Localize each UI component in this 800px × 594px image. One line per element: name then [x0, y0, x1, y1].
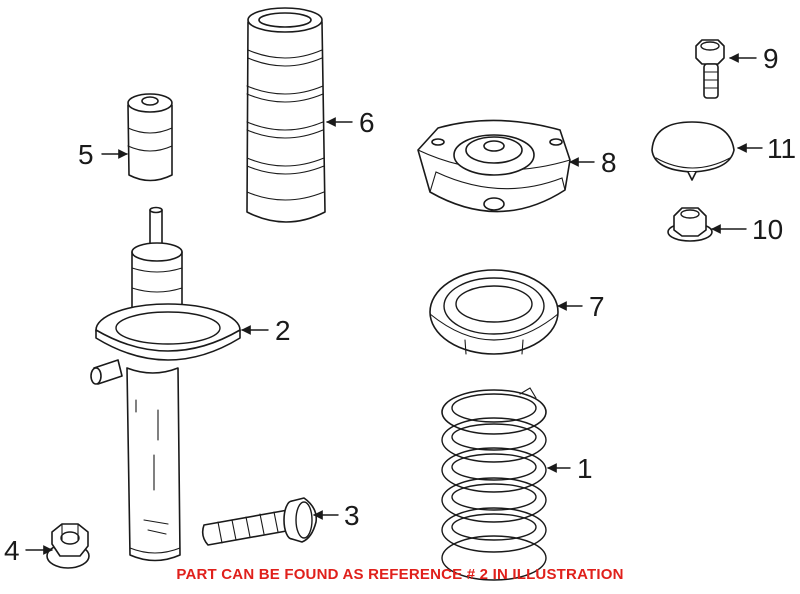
callout-arrows — [25, 53, 763, 555]
callout-label-8: 8 — [601, 147, 617, 178]
reference-note: PART CAN BE FOUND AS REFERENCE # 2 IN IL… — [176, 566, 624, 583]
coil-spring-part — [441, 387, 547, 581]
callout-label-4: 4 — [4, 535, 20, 566]
callout-label-3: 3 — [344, 500, 360, 531]
strut-mount-part — [417, 119, 571, 213]
callout-label-6: 6 — [359, 107, 375, 138]
nut-part — [46, 523, 90, 569]
callout-label-5: 5 — [78, 139, 94, 170]
callout-labels: 1 2 3 4 5 6 7 8 9 10 11 — [4, 43, 796, 566]
flange-nut-part — [667, 207, 713, 242]
cap-part — [651, 121, 735, 181]
bolt-part — [201, 497, 318, 546]
callout-label-11: 11 — [767, 133, 796, 164]
callout-label-2: 2 — [275, 315, 291, 346]
bump-stop-part — [127, 93, 173, 182]
small-bolt-part — [695, 39, 725, 99]
callout-label-10: 10 — [752, 214, 783, 245]
spring-seat-part — [429, 269, 559, 355]
strut-assembly-part — [90, 206, 241, 562]
callout-label-7: 7 — [589, 291, 605, 322]
dust-boot-part — [246, 7, 326, 223]
callout-label-1: 1 — [577, 453, 593, 484]
callout-label-9: 9 — [763, 43, 779, 74]
